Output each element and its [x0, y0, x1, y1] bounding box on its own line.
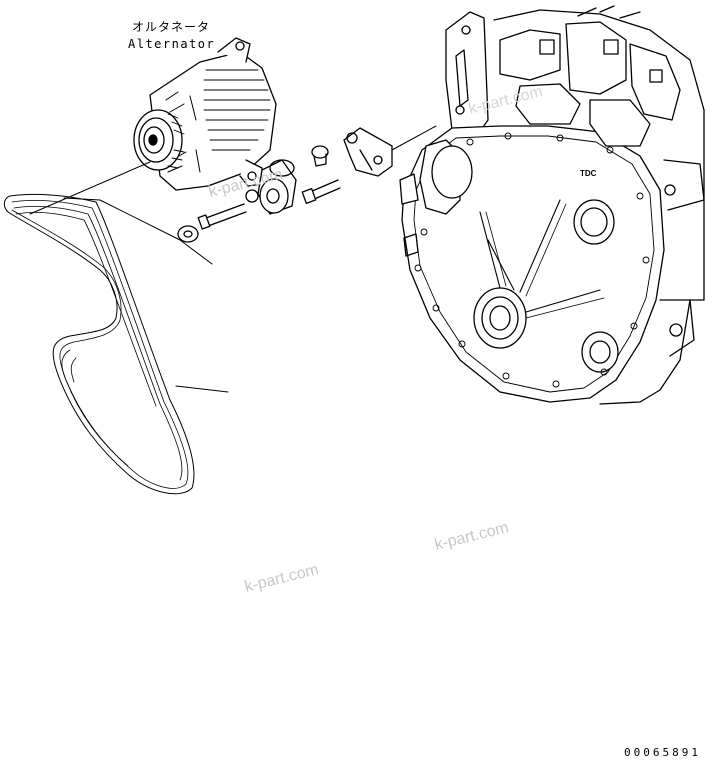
belt-leader-b: [175, 385, 229, 393]
alternator: [133, 37, 277, 191]
alternator-label-english: Alternator: [128, 37, 216, 51]
svg-text:TDC: TDC: [580, 169, 597, 178]
alternator-leader: [29, 161, 151, 215]
belt-leader-a: [63, 197, 101, 201]
drive-belt: [3, 193, 195, 495]
engine-front-cover: TDC: [399, 5, 705, 405]
alternator-label-japanese: オルタネータ: [132, 20, 211, 34]
drawing-part-code: 00065891: [624, 746, 701, 759]
bracket-leader: [391, 125, 437, 151]
idler-assembly: [177, 127, 393, 243]
